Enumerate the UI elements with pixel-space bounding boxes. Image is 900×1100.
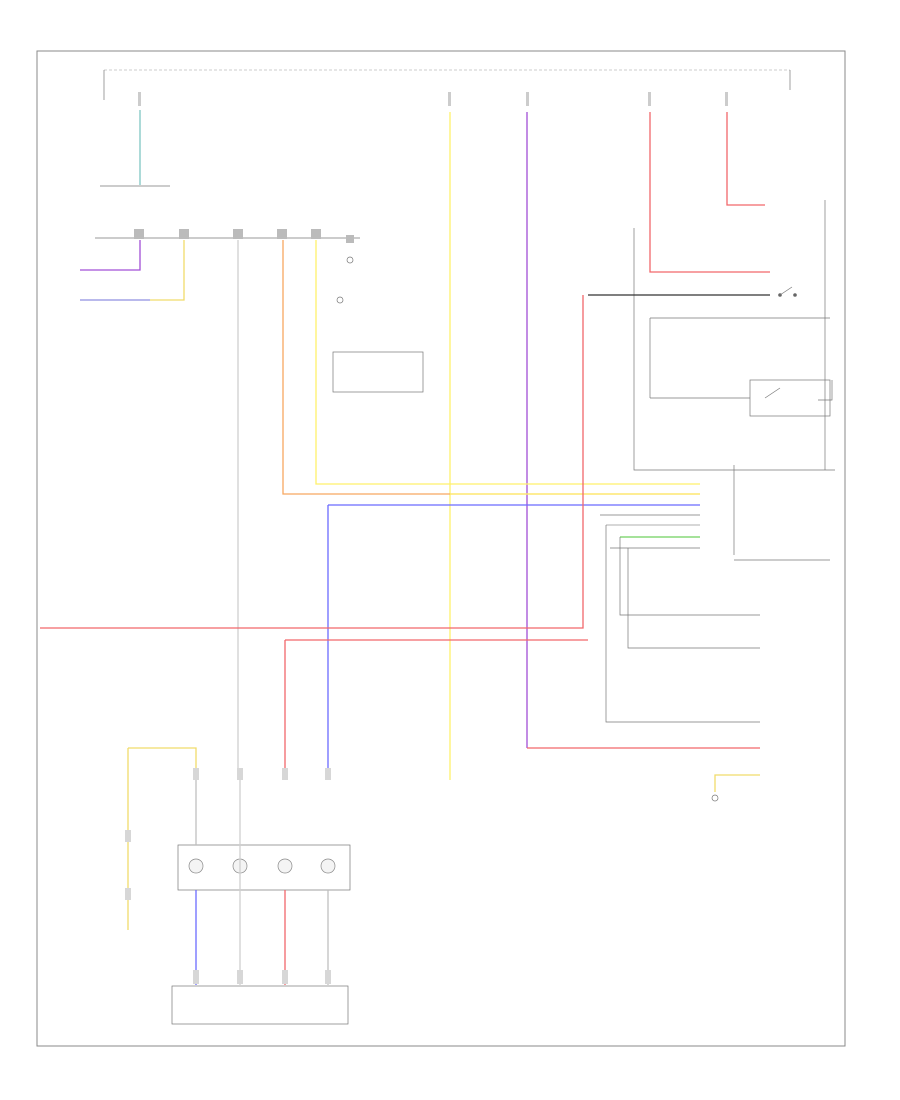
- wire-yellow-left: [150, 240, 185, 301]
- sensor-module: [177, 844, 351, 891]
- wire-red-horizontal: [40, 295, 584, 629]
- sensor-cylinder: [188, 858, 336, 874]
- wire-yellow-left-bottom: [128, 747, 197, 780]
- ground-symbol: [711, 794, 719, 802]
- switch-symbol: [749, 286, 833, 417]
- wire-purple-left: [80, 240, 141, 271]
- splice-box: [332, 351, 424, 393]
- fuse-symbol: [138, 92, 141, 106]
- ground-symbol: [346, 256, 354, 264]
- module-connector: [600, 465, 830, 723]
- wire-orange: [282, 240, 700, 495]
- fuse-symbol: [448, 92, 451, 106]
- connector-pins-top: [134, 229, 354, 243]
- wire-yellow-2: [315, 240, 700, 485]
- fuse-symbol: [648, 92, 651, 106]
- bottom-connector: [171, 985, 349, 1025]
- fuse-symbol: [526, 92, 529, 106]
- wire-yellow-ground: [714, 774, 760, 792]
- diagram-frame: [36, 50, 846, 1047]
- connector-pin: [125, 768, 331, 984]
- ground-symbol: [336, 296, 344, 304]
- wire-red-relay: [649, 112, 770, 273]
- wire-red-top-right: [726, 112, 765, 206]
- fuse-symbol: [725, 92, 728, 106]
- fuse-group: [138, 92, 728, 106]
- relay-box: [633, 228, 835, 471]
